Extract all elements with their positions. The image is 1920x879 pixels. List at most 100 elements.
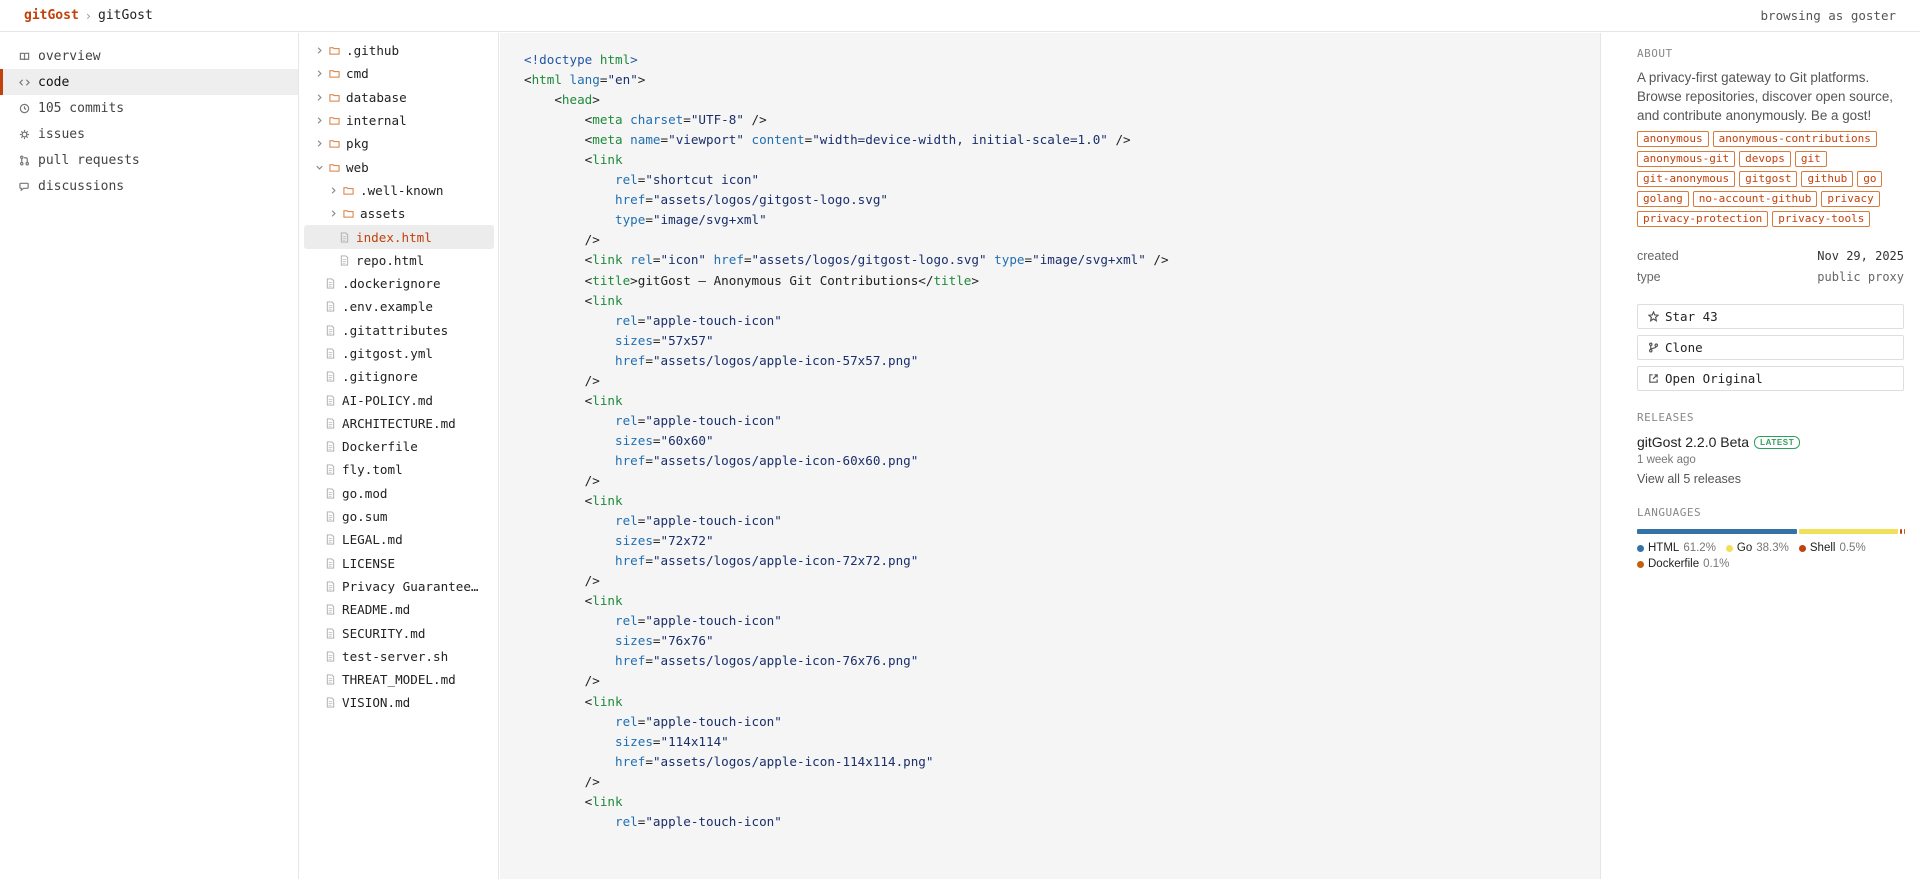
- tree-folder[interactable]: internal: [300, 109, 498, 132]
- tree-file[interactable]: go.mod: [300, 482, 498, 505]
- chevron-down-icon[interactable]: [313, 162, 325, 173]
- tree-folder[interactable]: .github: [300, 39, 498, 62]
- code-token: rel: [615, 412, 638, 428]
- tree-file[interactable]: SECURITY.md: [300, 621, 498, 644]
- star-button[interactable]: Star 43: [1637, 304, 1904, 329]
- tree-file[interactable]: LICENSE: [300, 552, 498, 575]
- tree-file[interactable]: .dockerignore: [300, 272, 498, 295]
- code-line: <!doctype html>: [524, 50, 1169, 70]
- tree-file[interactable]: THREAT_MODEL.md: [300, 668, 498, 691]
- tree-file[interactable]: index.html: [304, 225, 494, 249]
- tree-file[interactable]: Dockerfile: [300, 435, 498, 458]
- chevron-right-icon[interactable]: [313, 45, 325, 56]
- topic-tag[interactable]: go: [1857, 171, 1883, 187]
- tree-item-label: database: [346, 89, 407, 105]
- file-icon: [326, 674, 335, 685]
- chevron-right-icon: [331, 210, 336, 217]
- code-line: <link: [524, 391, 1169, 411]
- tree-file[interactable]: LEGAL.md: [300, 528, 498, 551]
- code-token: [524, 714, 615, 729]
- language-name: Shell: [1809, 542, 1836, 554]
- topic-tag[interactable]: github: [1801, 171, 1854, 187]
- tree-folder[interactable]: .well-known: [300, 179, 498, 202]
- tree-folder[interactable]: assets: [300, 202, 498, 225]
- latest-release[interactable]: gitGost 2.2.0 Beta LATEST: [1637, 434, 1903, 450]
- code-token: =: [599, 72, 608, 88]
- clone-button[interactable]: Clone: [1637, 335, 1904, 360]
- topic-tag[interactable]: git-anonymous: [1637, 171, 1736, 187]
- tree-file[interactable]: README.md: [300, 598, 498, 621]
- browsing-as-label: browsing as goster: [1760, 8, 1896, 23]
- code-line: />: [524, 571, 1169, 591]
- code-viewer[interactable]: <!doctype html><html lang="en"> <head> <…: [500, 33, 1601, 879]
- tree-file[interactable]: test-server.sh: [300, 645, 498, 668]
- repo-name[interactable]: gitGost: [98, 8, 153, 23]
- tree-folder[interactable]: pkg: [300, 132, 498, 155]
- tree-file[interactable]: repo.html: [300, 249, 498, 272]
- nav-item-pull-requests[interactable]: pull requests: [0, 147, 298, 173]
- code-line: type="image/svg+xml": [524, 210, 1169, 230]
- file-icon: [326, 325, 335, 336]
- tree-folder[interactable]: cmd: [300, 62, 498, 85]
- topic-tag[interactable]: privacy: [1821, 191, 1880, 207]
- breadcrumb-separator: ›: [84, 8, 93, 23]
- topic-tag[interactable]: privacy-protection: [1637, 211, 1769, 227]
- code-line: />: [524, 772, 1169, 792]
- chevron-right-icon[interactable]: [327, 185, 339, 196]
- topic-tag[interactable]: gitgost: [1739, 171, 1798, 187]
- open-original-button[interactable]: Open Original: [1637, 366, 1904, 391]
- chevron-right-icon[interactable]: [313, 138, 325, 149]
- tree-file[interactable]: .gitgost.yml: [300, 342, 498, 365]
- tree-file[interactable]: fly.toml: [300, 458, 498, 481]
- code-line: <meta charset="UTF-8" />: [524, 110, 1169, 130]
- nav-item-discussions[interactable]: discussions: [0, 173, 298, 199]
- nav-item-issues[interactable]: issues: [0, 121, 298, 147]
- code-token: <: [524, 152, 593, 168]
- code-token: =: [645, 452, 653, 468]
- topic-tag[interactable]: anonymous-git: [1637, 151, 1736, 167]
- view-all-releases-link[interactable]: View all 5 releases: [1637, 472, 1741, 486]
- language-percent: 0.5%: [1839, 542, 1866, 554]
- topic-tag[interactable]: no-account-github: [1692, 191, 1818, 207]
- code-token: lang: [569, 72, 600, 88]
- tree-file[interactable]: Privacy Guarantee…: [300, 575, 498, 598]
- code-token: [524, 653, 615, 668]
- code-token: link: [592, 292, 623, 308]
- topic-tag[interactable]: devops: [1739, 151, 1791, 167]
- chevron-right-icon[interactable]: [313, 68, 325, 79]
- tree-folder[interactable]: database: [300, 86, 498, 109]
- tree-file[interactable]: .env.example: [300, 295, 498, 318]
- language-color-dot: [1798, 544, 1806, 552]
- topic-tag[interactable]: git: [1794, 151, 1827, 167]
- tree-file[interactable]: AI-POLICY.md: [300, 388, 498, 411]
- star-button-label: Star 43: [1665, 309, 1718, 324]
- brand-link[interactable]: gitGost: [24, 8, 79, 23]
- code-line: <title>gitGost — Anonymous Git Contribut…: [524, 271, 1169, 291]
- code-token: =: [637, 412, 646, 428]
- chevron-right-icon[interactable]: [313, 115, 325, 126]
- code-token: "60x60": [660, 432, 714, 448]
- chevron-right-icon[interactable]: [313, 92, 325, 103]
- tree-file[interactable]: VISION.md: [300, 691, 498, 714]
- tree-file[interactable]: .gitattributes: [300, 319, 498, 342]
- code-token: =: [637, 613, 646, 629]
- nav-item-105-commits[interactable]: 105 commits: [0, 95, 298, 121]
- code-token: <: [524, 693, 593, 709]
- code-token: <: [524, 272, 593, 288]
- tree-file[interactable]: ARCHITECTURE.md: [300, 412, 498, 435]
- code-token: "assets/logos/gitgost-logo.svg": [751, 252, 995, 268]
- tree-folder[interactable]: web: [300, 155, 498, 178]
- chevron-right-icon[interactable]: [327, 208, 339, 219]
- tree-file[interactable]: go.sum: [300, 505, 498, 528]
- topic-tag[interactable]: golang: [1637, 191, 1689, 207]
- tree-file[interactable]: .gitignore: [300, 365, 498, 388]
- topic-tag[interactable]: anonymous-contributions: [1712, 131, 1877, 147]
- nav-item-code[interactable]: code: [0, 69, 298, 95]
- file-icon: [326, 278, 335, 289]
- release-title[interactable]: gitGost 2.2.0 Beta: [1637, 434, 1750, 450]
- topic-tag[interactable]: anonymous: [1637, 131, 1709, 147]
- topic-tag[interactable]: privacy-tools: [1772, 211, 1871, 227]
- created-value: Nov 29, 2025: [1817, 248, 1904, 263]
- nav-item-overview[interactable]: overview: [0, 43, 298, 69]
- code-token: rel: [630, 252, 653, 268]
